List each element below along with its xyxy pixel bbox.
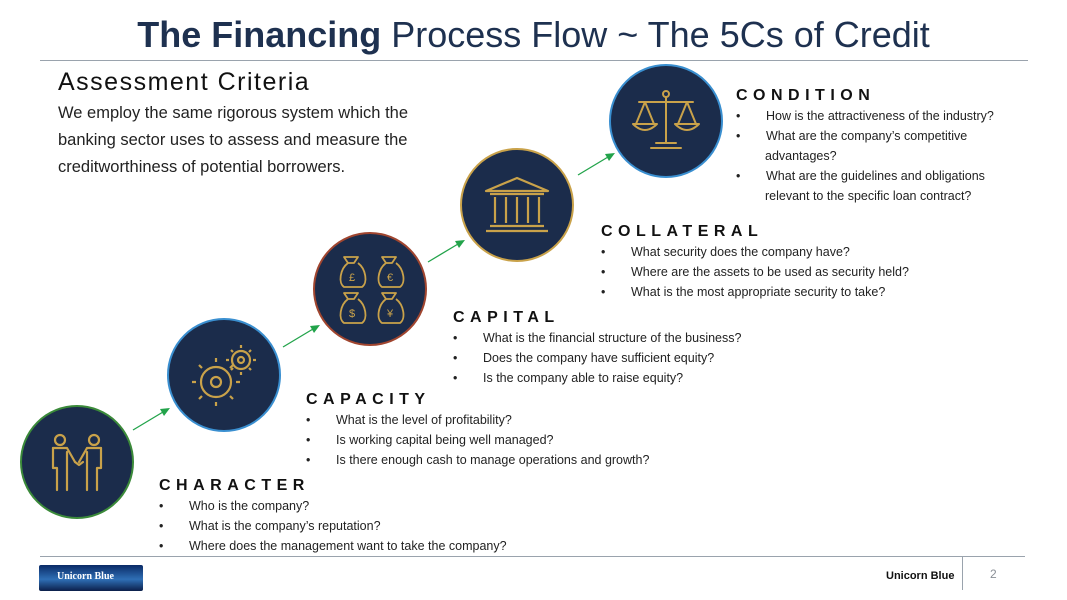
list-item: Where does the management want to take t… bbox=[159, 536, 507, 556]
capital-circle: £ € $ ¥ bbox=[313, 232, 427, 346]
list-item: Does the company have sufficient equity? bbox=[453, 348, 741, 368]
gears-icon bbox=[192, 345, 256, 406]
logo-text: Unicorn Blue bbox=[57, 571, 114, 582]
money-bags-icon: £ € $ ¥ bbox=[339, 256, 405, 324]
arrow-capital-to-collateral bbox=[427, 240, 465, 263]
collateral-circle bbox=[460, 148, 574, 262]
euro-symbol: € bbox=[387, 272, 393, 284]
condition-circle bbox=[609, 64, 723, 178]
assessment-heading: Assessment Criteria bbox=[58, 68, 311, 96]
character-title: CHARACTER bbox=[159, 477, 310, 494]
yen-symbol: ¥ bbox=[386, 308, 394, 320]
list-item: What is the financial structure of the b… bbox=[453, 328, 741, 348]
capacity-circle bbox=[167, 318, 281, 432]
slide-title: The Financing Process Flow ~ The 5Cs of … bbox=[0, 14, 1067, 56]
capital-title: CAPITAL bbox=[453, 309, 560, 326]
list-item-continuation: advantages? bbox=[765, 149, 837, 163]
list-item: Where are the assets to be used as secur… bbox=[601, 262, 909, 282]
condition-bullets: How is the attractiveness of the industr… bbox=[736, 106, 994, 206]
list-item: Is the company able to raise equity? bbox=[453, 368, 741, 388]
collateral-bullets: What security does the company have? Whe… bbox=[601, 242, 909, 302]
title-divider bbox=[40, 60, 1028, 61]
list-item: How is the attractiveness of the industr… bbox=[736, 106, 994, 126]
arrow-character-to-capacity bbox=[132, 408, 170, 431]
collateral-title: COLLATERAL bbox=[601, 223, 764, 240]
footer-separator bbox=[962, 556, 963, 590]
footer-divider bbox=[40, 556, 1025, 557]
list-item: What is the most appropriate security to… bbox=[601, 282, 909, 302]
list-item: Is working capital being well managed? bbox=[306, 430, 649, 450]
slide-title-bold: The Financing bbox=[137, 14, 382, 55]
character-bullets: Who is the company? What is the company’… bbox=[159, 496, 507, 556]
pound-symbol: £ bbox=[349, 272, 355, 284]
character-circle bbox=[20, 405, 134, 519]
list-item: What are the guidelines and obligations bbox=[736, 166, 994, 186]
condition-title: CONDITION bbox=[736, 87, 876, 104]
arrow-capacity-to-capital bbox=[282, 325, 320, 348]
list-item: Is there enough cash to manage operation… bbox=[306, 450, 649, 470]
list-item: What security does the company have? bbox=[601, 242, 909, 262]
scales-icon bbox=[632, 90, 700, 149]
capital-bullets: What is the financial structure of the b… bbox=[453, 328, 741, 388]
company-logo: Unicorn Blue bbox=[39, 565, 143, 591]
list-item: What is the level of profitability? bbox=[306, 410, 649, 430]
slide-title-rest: Process Flow ~ The 5Cs of Credit bbox=[381, 14, 930, 55]
assessment-description: We employ the same rigorous system which… bbox=[58, 104, 409, 176]
page-number: 2 bbox=[990, 567, 997, 581]
arrow-collateral-to-condition bbox=[577, 153, 615, 176]
capacity-bullets: What is the level of profitability? Is w… bbox=[306, 410, 649, 470]
list-item: What is the company’s reputation? bbox=[159, 516, 507, 536]
footer-company-name: Unicorn Blue bbox=[886, 570, 955, 582]
dollar-symbol: $ bbox=[349, 308, 355, 320]
list-item: Who is the company? bbox=[159, 496, 507, 516]
handshake-icon bbox=[51, 433, 103, 492]
list-item-continuation: relevant to the specific loan contract? bbox=[765, 189, 972, 203]
list-item: What are the company’s competitive bbox=[736, 126, 994, 146]
capacity-title: CAPACITY bbox=[306, 391, 431, 408]
bank-building-icon bbox=[484, 176, 550, 233]
